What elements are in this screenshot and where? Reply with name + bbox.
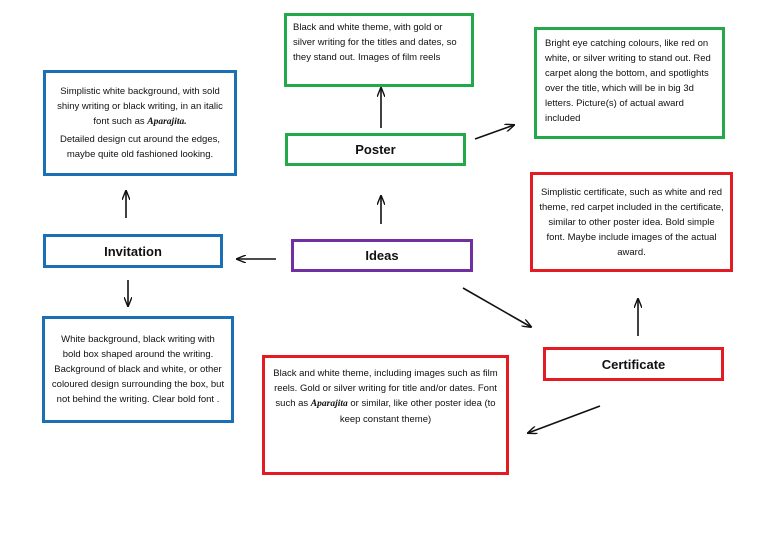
node-certificate: Certificate xyxy=(543,347,724,381)
poster-top-note-text: Black and white theme, with gold or silv… xyxy=(293,22,457,63)
invitation-top-note-line1: Simplistic white background, with sold s… xyxy=(57,86,223,127)
poster-right-note: Bright eye catching colours, like red on… xyxy=(534,27,725,139)
invitation-bottom-note: White background, black writing with bol… xyxy=(42,316,234,423)
node-invitation-label: Invitation xyxy=(104,243,162,259)
arrow-poster-to-poster-right-note xyxy=(474,125,514,140)
poster-top-note: Black and white theme, with gold or silv… xyxy=(284,13,474,87)
arrow-certificate-to-bottom-note xyxy=(528,405,601,433)
invitation-top-note-line2: Detailed design cut around the edges, ma… xyxy=(59,134,221,160)
node-ideas-label: Ideas xyxy=(365,248,399,263)
certificate-bottom-note: Black and white theme, including images … xyxy=(262,355,509,475)
arrow-ideas-to-certificate xyxy=(462,287,531,327)
node-ideas: Ideas xyxy=(291,239,473,272)
invitation-top-note: Simplistic white background, with sold s… xyxy=(43,70,237,176)
node-poster-label: Poster xyxy=(355,142,396,157)
node-poster: Poster xyxy=(285,133,466,166)
invitation-bottom-note-text: White background, black writing with bol… xyxy=(51,334,225,405)
certificate-top-note: Simplistic certificate, such as white an… xyxy=(530,172,733,272)
font-name-aparajita: Aparajita xyxy=(310,399,348,409)
certificate-top-note-text: Simplistic certificate, such as white an… xyxy=(539,186,724,258)
node-certificate-label: Certificate xyxy=(601,356,666,372)
certificate-bottom-note-text: Black and white theme, including images … xyxy=(273,368,498,425)
node-invitation: Invitation xyxy=(43,234,223,268)
poster-right-note-text: Bright eye catching colours, like red on… xyxy=(545,38,711,124)
font-name-aparajita: Aparajita. xyxy=(147,117,187,127)
